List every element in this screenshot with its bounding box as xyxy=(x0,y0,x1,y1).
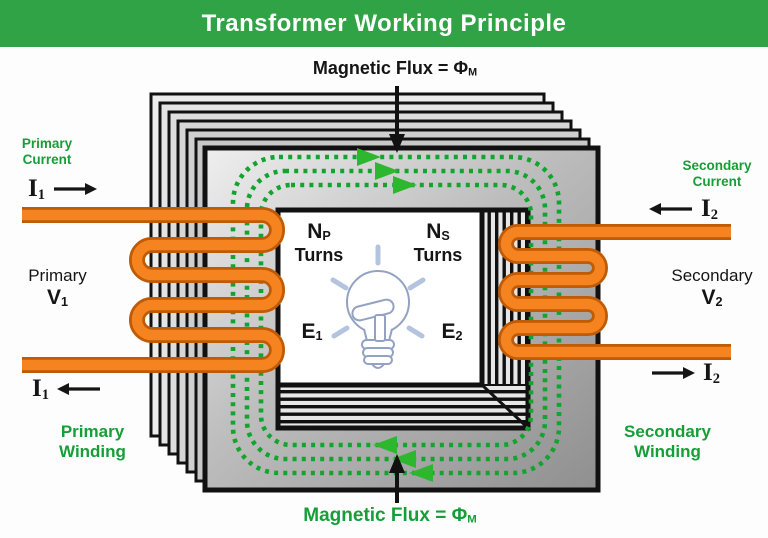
np-symbol: NP xyxy=(307,220,331,243)
title-banner: Transformer Working Principle xyxy=(0,0,768,47)
primary-turns-label: NP Turns xyxy=(288,220,350,266)
flux-direction-arrowheads xyxy=(357,148,433,482)
flux-label-pointers xyxy=(389,86,405,503)
i2-symbol: I2 xyxy=(703,359,720,387)
flux-arrowhead-bottom-left-icon xyxy=(373,436,397,454)
primary-current-in-row: I1 xyxy=(28,176,98,202)
i2-symbol: I2 xyxy=(701,195,718,223)
i1-symbol: I1 xyxy=(28,175,45,203)
left-arrow-icon xyxy=(56,383,100,396)
depth-stripes-bottom xyxy=(277,384,529,429)
v2-symbol: V2 xyxy=(701,286,723,310)
right-arrow-icon xyxy=(652,367,695,380)
flux-arrowhead-top-right-icon xyxy=(375,162,399,180)
secondary-coil-wire xyxy=(500,226,731,358)
flux-arrowhead-bottom-left-icon xyxy=(392,450,416,468)
i1-symbol: I1 xyxy=(32,375,49,403)
ns-symbol: NS xyxy=(426,220,450,243)
light-bulb-icon xyxy=(330,244,426,369)
v1-symbol: V1 xyxy=(46,286,69,310)
secondary-current-out-row: I2 xyxy=(650,360,720,386)
primary-coil-wire xyxy=(22,209,283,371)
primary-current-out-row: I1 xyxy=(32,376,102,402)
e2-emf-label: E2 xyxy=(441,320,463,343)
secondary-turns-label: NS Turns xyxy=(406,220,470,266)
left-arrow-icon xyxy=(649,203,692,216)
page-title: Transformer Working Principle xyxy=(201,9,567,37)
e1-emf-label: E1 xyxy=(301,320,323,343)
secondary-winding-coil xyxy=(498,224,731,360)
primary-current-label: Primary Current xyxy=(21,136,73,167)
primary-voltage-label: Primary V1 xyxy=(10,266,105,311)
magnetic-flux-bottom-label: Magnetic Flux = ΦM xyxy=(303,505,477,526)
magnetic-flux-top-label: Magnetic Flux = ΦM xyxy=(312,58,478,79)
primary-winding-coil xyxy=(22,207,285,373)
right-arrow-icon xyxy=(53,183,97,196)
secondary-winding-label: Secondary Winding xyxy=(624,422,711,462)
flux-bottom-arrow-icon xyxy=(389,454,405,473)
secondary-current-in-row: I2 xyxy=(648,196,718,222)
bulb-rays-icon xyxy=(330,244,426,339)
flux-arrowhead-top-right-icon xyxy=(393,176,417,194)
secondary-voltage-label: Secondary V2 xyxy=(658,266,766,311)
primary-winding-label: Primary Winding xyxy=(59,422,126,462)
flux-top-arrow-icon xyxy=(389,134,405,153)
flux-arrowhead-top-right-icon xyxy=(357,148,381,166)
depth-mitre-line xyxy=(480,383,530,430)
secondary-current-label: Secondary Current xyxy=(682,158,752,189)
flux-arrowhead-bottom-left-icon xyxy=(409,464,433,482)
